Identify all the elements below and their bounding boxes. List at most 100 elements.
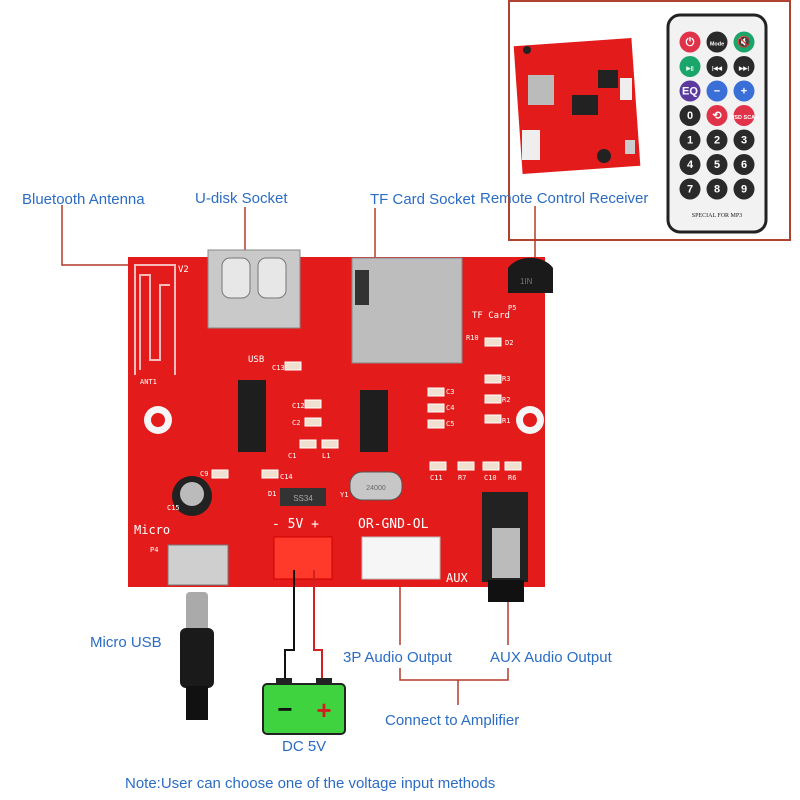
silk-power: - 5V + [272,517,319,532]
silk-component-p4: P4 [150,546,158,554]
silk-crystal: 24000 [366,485,386,492]
smd-component [321,439,339,449]
remote-button [733,80,755,102]
silk-ant: ANT1 [140,378,157,386]
silk-component-r2: R2 [502,396,510,404]
smd-component [304,417,322,427]
remote-button-label: ⟲ [712,110,722,122]
mp3-decoder-board: V2 ANT1 USB TF Card 1IN P5 24000 SS34 Mi… [128,249,553,602]
remote-button-label: 4 [687,159,694,171]
label-tf-card-socket: TF Card Socket [370,191,476,208]
battery-5v: − + [262,678,346,735]
remote-button [679,31,701,53]
remote-button [706,31,728,53]
micro-usb-cable [180,592,214,720]
smd-component [427,387,445,397]
smd-component [304,399,322,409]
ir-receiver [508,257,553,293]
remote-button-label: 7 [687,184,693,196]
smd-component [429,461,447,471]
silk-component-d2: D2 [505,339,513,347]
remote-button-label: 9 [741,184,747,196]
smd-component [484,337,502,347]
remote-button-label: 2 [714,135,720,147]
remote-button-label: 8 [714,184,720,196]
remote-button [733,56,755,77]
remote-button [706,178,728,200]
silk-component-c1: C1 [288,452,296,460]
silk-version: V2 [178,265,189,275]
remote-button-label: 5 [714,159,720,171]
smd-component [211,469,229,479]
silk-component-c11: C11 [430,474,443,482]
silk-component-c10: C10 [484,474,497,482]
remote-button-label: 0 [687,110,693,122]
smd-component [457,461,475,471]
remote-button-label: − [714,86,720,98]
remote-button-label: 6 [741,159,747,171]
silk-aux: AUX [446,571,468,585]
diode [280,488,326,506]
smd-component [284,361,302,371]
remote-button [706,105,728,126]
silk-component-d1: D1 [268,490,276,498]
silk-component-l1: L1 [322,452,330,460]
micro-usb-port [167,544,229,586]
remote-button [679,80,701,102]
silk-component-r3: R3 [502,375,510,383]
wire-negative [284,570,295,680]
label-micro-usb: Micro USB [90,634,162,651]
smd-component [299,439,317,449]
silk-tf-card: TF Card [472,311,510,321]
silk-component-r1: R1 [502,417,510,425]
remote-button [706,80,728,102]
label-bluetooth-antenna: Bluetooth Antenna [22,191,145,208]
remote-footer: SPECIAL FOR MP3 [692,213,742,219]
remote-button [706,129,728,151]
silk-component-c4: C4 [446,404,454,412]
label-3p-audio-output: 3P Audio Output [343,649,453,666]
silk-component-c3: C3 [446,388,454,396]
battery-plus: + [316,695,331,725]
silk-component-c9: C9 [200,470,208,478]
silk-receiver: 1IN [520,277,533,286]
silk-component-c13: C13 [272,364,285,372]
remote-button [679,129,701,151]
remote-button-label: + [741,86,747,98]
remote-button [733,129,755,151]
remote-button-label: |◀◀ [712,65,723,72]
bluetooth-antenna [134,264,176,375]
silk-component-r6: R6 [508,474,516,482]
remote-button [706,56,728,77]
chip-1 [238,380,266,452]
remote-button-label: 🔇 [737,36,751,49]
silk-component-r7: R7 [458,474,466,482]
remote-button-label: ▶▶| [738,65,749,72]
remote-button [679,178,701,200]
smd-component [484,394,502,404]
silk-component-c14: C14 [280,473,293,481]
silk-p5: P5 [508,304,516,312]
note-text: Note:User can choose one of the voltage … [125,775,495,792]
remote-button-label: ⏻ [686,36,695,49]
remote-button [679,56,701,77]
remote-button [733,31,755,53]
remote-button [679,105,701,126]
silk-component-c2: C2 [292,419,300,427]
silk-component-y1: Y1 [340,491,348,499]
smd-component [427,419,445,429]
silk-component-r10: R10 [466,334,479,342]
remote-button-label: 1 [687,135,693,147]
label-remote-receiver: Remote Control Receiver [480,190,648,207]
smd-component [482,461,500,471]
remote-button [733,178,755,200]
silk-micro: Micro [134,523,170,537]
label-udisk-socket: U-disk Socket [195,190,288,207]
remote-button [733,154,755,175]
smd-component [427,403,445,413]
remote-button-label: Mode [710,42,724,48]
inset-board-photo [513,38,641,174]
tf-card-socket [351,257,463,364]
smd-component [261,469,279,479]
